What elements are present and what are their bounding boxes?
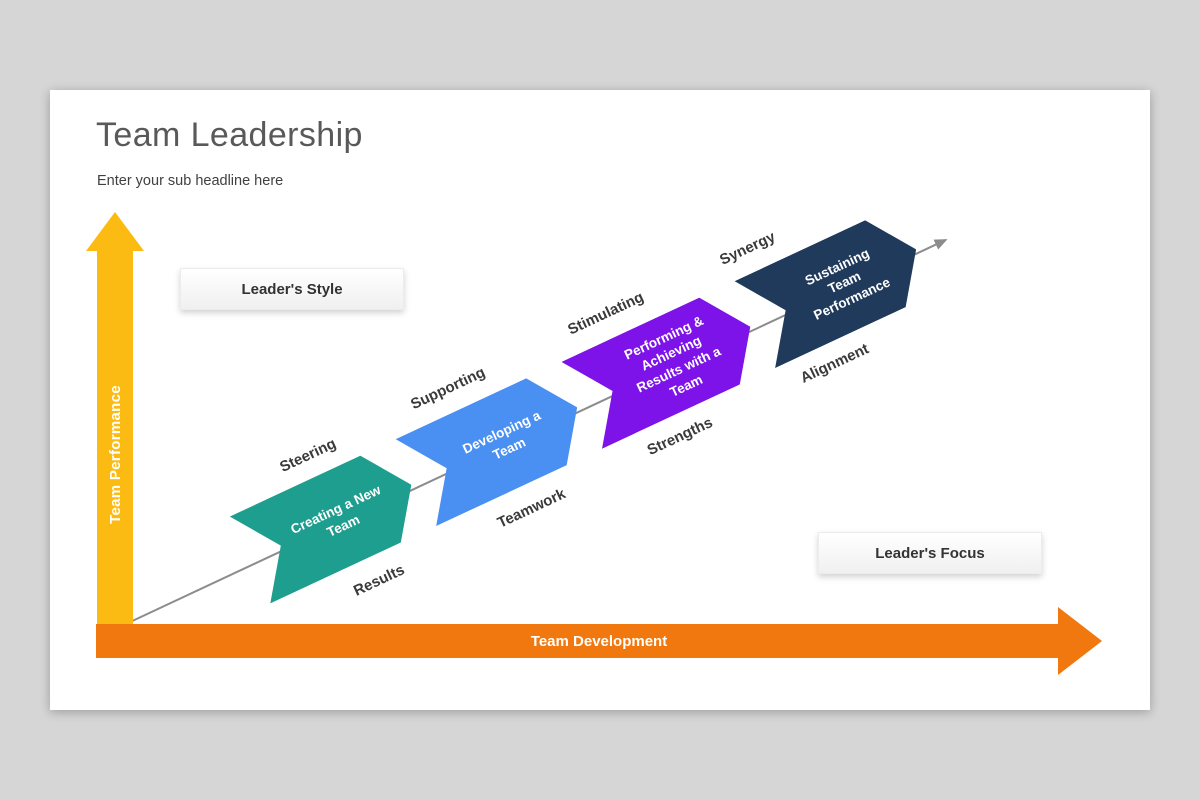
y-axis-arrow: Team Performance [97, 250, 133, 658]
callout-leaders-style-label: Leader's Style [241, 280, 343, 298]
y-axis-arrow-head-icon [86, 212, 144, 251]
stage-above-label: Synergy [717, 228, 779, 269]
stage-below-label: Results [350, 561, 408, 600]
y-axis-label: Team Performance [106, 384, 124, 524]
x-axis-arrow [96, 624, 1058, 658]
stage-chevron-label: Creating a New Team [288, 482, 384, 540]
slide-canvas: Team Leadership Enter your sub headline … [50, 90, 1150, 710]
slide-subtitle: Enter your sub headline here [97, 173, 284, 189]
x-axis-label: Team Development [530, 632, 668, 650]
stage-chevron-label: Sustaining Team Performance [802, 245, 893, 323]
stage-chevron: Performing & Achieving Results with a Te… [561, 283, 770, 449]
stage-chevron-label: Performing & Achieving Results with a Te… [621, 312, 723, 400]
callout-leaders-focus: Leader's Focus [818, 532, 1042, 574]
slide-title: Team Leadership [96, 116, 363, 154]
stage-chevron-label: Developing a Team [460, 408, 544, 463]
callout-leaders-style: Leader's Style [180, 268, 404, 310]
trend-arrow-head-icon [933, 234, 949, 249]
callout-leaders-focus-label: Leader's Focus [875, 544, 985, 562]
